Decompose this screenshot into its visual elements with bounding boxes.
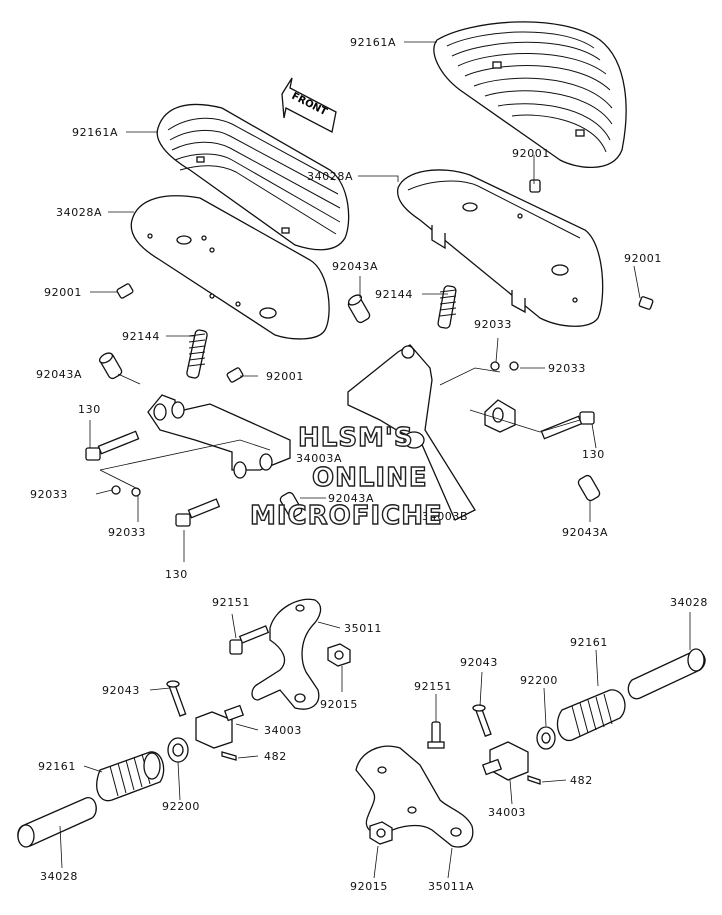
label-92001-a: 92001 [512,147,550,160]
watermark-line-1: HLSM'S [298,423,414,453]
label-92043a-b: 92043A [36,368,82,381]
nut-92015-right [369,821,393,845]
label-92151-right: 92151 [414,680,452,693]
label-92033-d: 92033 [108,526,146,539]
label-130-b: 130 [582,448,605,461]
label-92161-left: 92161 [38,760,76,773]
bolt-92151-left [229,625,270,655]
label-92151-left: 92151 [212,596,250,609]
label-34003-right: 34003 [488,806,526,819]
washer-92033-a [111,485,121,495]
label-34003a: 34003A [296,452,342,465]
front-arrow: FRONT [281,77,337,133]
label-92200-right: 92200 [520,674,558,687]
clevis-34003-left [195,704,245,749]
nut-92001-right2 [638,296,654,310]
washer-92200-right [536,726,556,750]
cotter-482-left [221,751,237,761]
label-92043a-d: 92043A [562,526,608,539]
label-34003b: 34003B [422,510,468,523]
washer-92200-left [167,737,189,763]
label-34028-right: 34028 [670,596,708,609]
label-34028a-left: 34028A [56,206,102,219]
washer-92033-c [490,361,500,371]
label-92033-b: 92033 [548,362,586,375]
bracket-35011 [251,598,322,710]
label-92043-right: 92043 [460,656,498,669]
bracket-34003a [147,394,291,479]
watermark: HLSM'S ONLINE MICROFICHE [249,422,443,531]
spring-left [186,329,208,379]
label-92144-left: 92144 [122,330,160,343]
nut-92001-right [529,179,541,193]
peg-34028-right [627,648,706,700]
label-34028a-right: 34028A [307,170,353,183]
label-92001-b: 92001 [44,286,82,299]
grip-92161-right [556,689,626,742]
grip-92161-left [96,751,165,802]
peg-34028-left [17,797,97,848]
label-35011: 35011 [344,622,382,635]
nut-92015-left [327,643,351,667]
label-482-left: 482 [264,750,287,763]
washer-92033-d [509,361,519,371]
pin-lower-right [577,474,601,502]
bolt-92151-right [427,721,445,749]
label-92001-d: 92001 [266,370,304,383]
label-92144-right: 92144 [375,288,413,301]
cotter-482-right [527,775,541,785]
label-130-a: 130 [78,403,101,416]
right-floorboard-base [396,169,604,327]
bolt-130-a [85,430,140,461]
label-92015-left: 92015 [320,698,358,711]
label-92001-c: 92001 [624,252,662,265]
pin-lower-left [279,491,303,519]
label-35011a: 35011A [428,880,474,893]
label-92015-right: 92015 [350,880,388,893]
nut-92001-left [116,283,134,299]
left-floorboard-base [130,195,330,340]
label-482-right: 482 [570,774,593,787]
label-92200-left: 92200 [162,800,200,813]
label-92043a-c: 92043A [328,492,374,505]
watermark-line-3: MICROFICHE [250,501,443,531]
bracket-35011a [355,745,474,848]
right-floorboard-pad [433,21,627,169]
label-92161-right: 92161 [570,636,608,649]
label-92043a-a: 92043A [332,260,378,273]
bracket-34003b [347,344,516,521]
label-130-c: 130 [165,568,188,581]
pin-right-upper [347,294,371,324]
bolt-130-b [175,498,221,527]
label-92161a-left: 92161A [72,126,118,139]
label-34028-left: 34028 [40,870,78,883]
left-floorboard-pad [156,103,350,251]
pin-92043-left [166,680,187,717]
label-34003-left: 34003 [264,724,302,737]
label-92033-a: 92033 [474,318,512,331]
pin-left-upper [98,352,123,380]
label-92161a-right: 92161A [350,36,396,49]
pin-92043-right [472,704,492,737]
label-92043-left: 92043 [102,684,140,697]
clevis-34003-right [481,741,529,781]
label-92033-c: 92033 [30,488,68,501]
spring-right [437,285,457,329]
part-labels: 92161A 92161A 34028A 34028A 92001 92001 … [30,36,708,893]
bolt-130-c [540,411,595,440]
nut-92001-left2 [226,367,244,383]
watermark-line-2: ONLINE [312,463,428,493]
